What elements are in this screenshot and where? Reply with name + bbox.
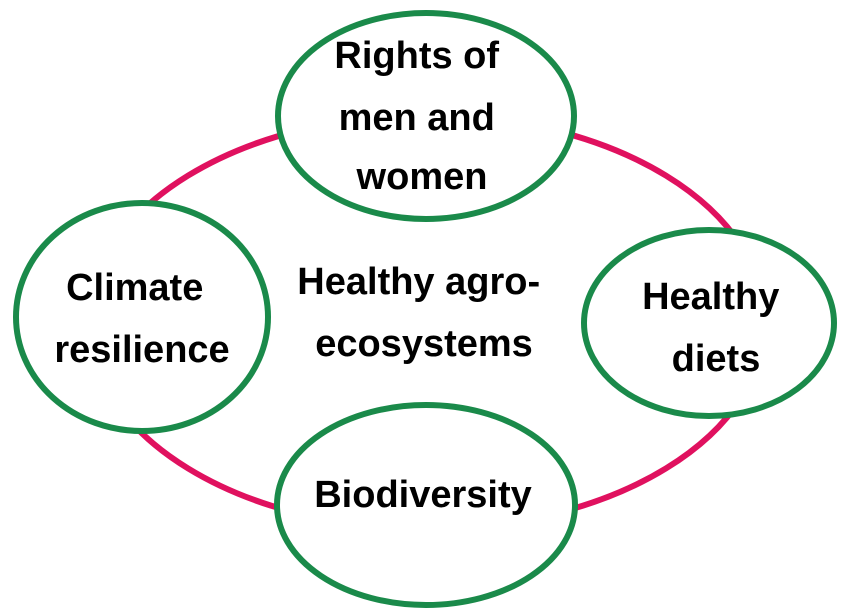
- node-bottom-ellipse: [274, 402, 578, 608]
- center-line2: ecosystems: [315, 323, 533, 365]
- node-bottom-label: Biodiversity: [314, 474, 532, 516]
- node-top-ellipse: [275, 10, 577, 222]
- center-line1: Healthy agro-: [297, 261, 540, 303]
- node-right-ellipse: [581, 227, 837, 419]
- node-left-line2: resilience: [54, 329, 229, 371]
- center-label: Healthy agro- ecosystems: [297, 261, 550, 365]
- node-left-line1: Climate: [66, 267, 203, 309]
- node-right-label: Healthy diets: [642, 276, 790, 380]
- node-top-label: Rights of men and women: [334, 35, 509, 198]
- node-top-line1: Rights of: [334, 35, 499, 77]
- node-right-line2: diets: [672, 338, 761, 380]
- node-left-label: Climate resilience: [54, 267, 229, 371]
- node-top-line2: men and: [339, 97, 495, 139]
- node-right-line1: Healthy: [642, 276, 779, 318]
- node-bottom-line1: Biodiversity: [314, 474, 532, 516]
- node-top-line3: women: [356, 156, 488, 198]
- node-left-ellipse: [13, 200, 271, 434]
